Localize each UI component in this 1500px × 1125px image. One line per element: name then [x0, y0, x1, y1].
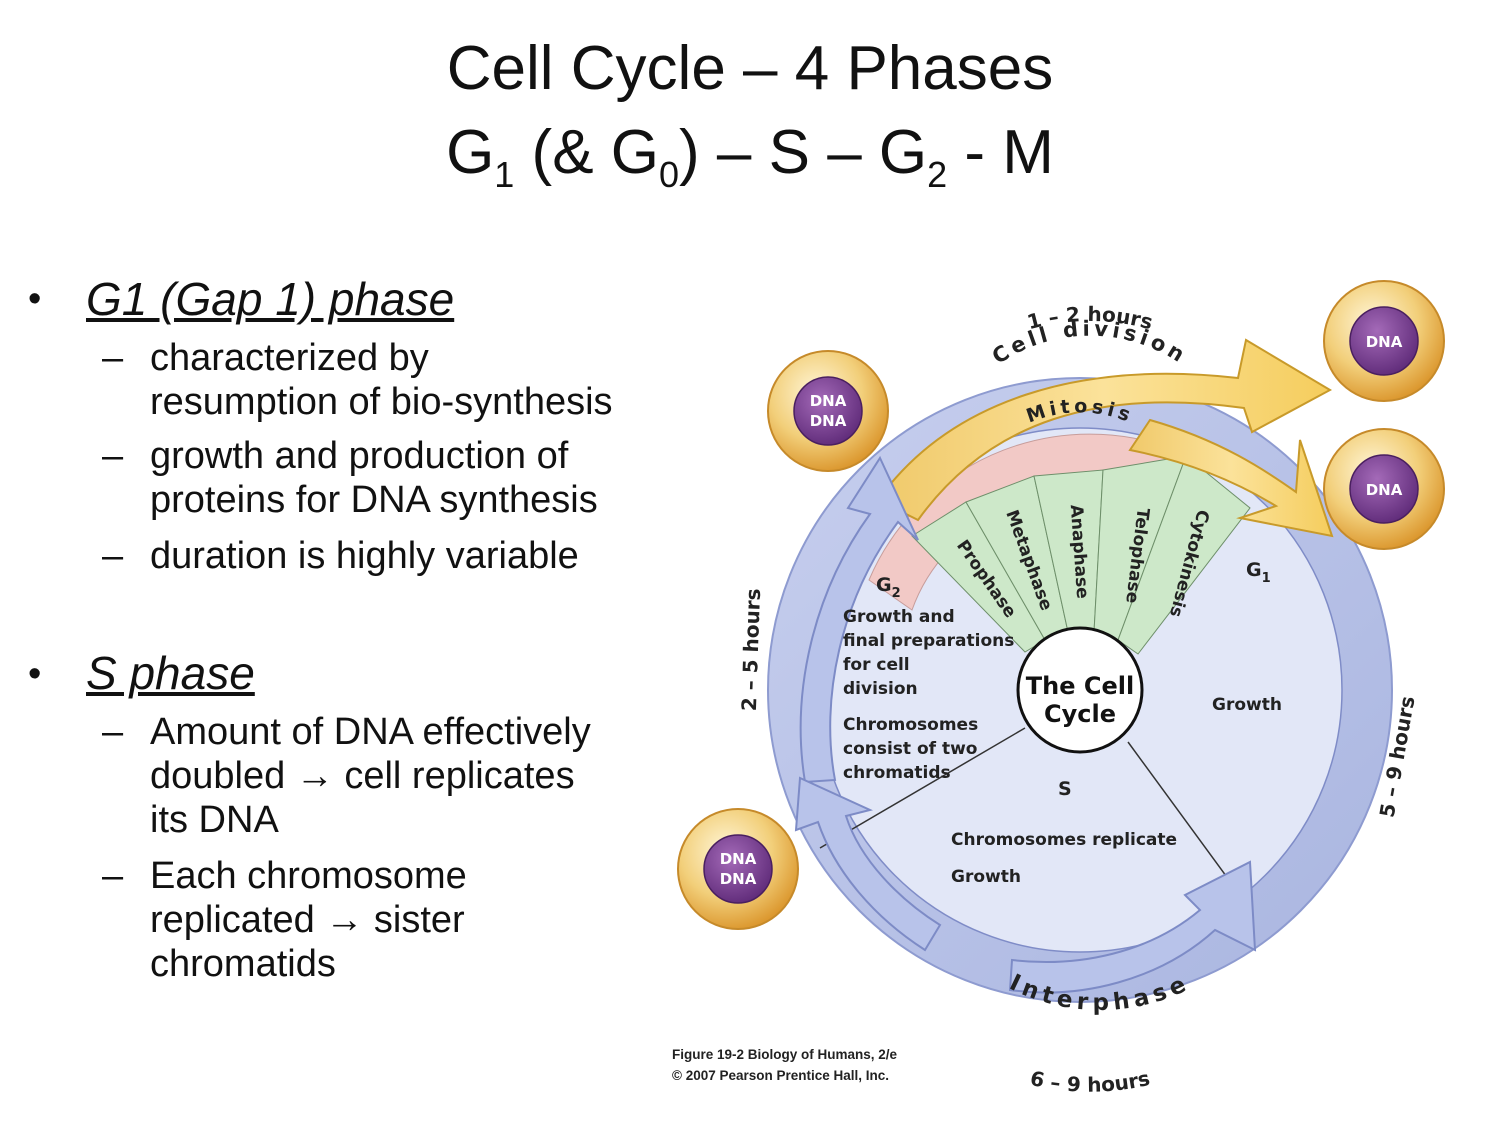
figure-caption: Figure 19-2 Biology of Humans, 2/e © 200… [672, 1044, 897, 1086]
g1-desc: Growth [1212, 695, 1282, 715]
divider-s-g1 [1127, 741, 1241, 896]
dash-marker: – [102, 435, 124, 477]
slide-subtitle: G1 (& G0) – S – G2 - M [0, 122, 1500, 193]
bullet-marker: • [28, 278, 42, 320]
sub-item-line: Each chromosome [150, 855, 467, 897]
subtitle-part: ) – S – G [679, 118, 928, 187]
s-desc-line: Growth [951, 867, 1021, 887]
sub-item-line: Amount of DNA effectively [150, 711, 591, 753]
duration-g2: 2 – 5 hours [737, 588, 765, 711]
bullet-heading-s: S phase [86, 647, 255, 699]
caption-line: Figure 19-2 Biology of Humans, 2/e [672, 1047, 898, 1062]
interphase-arrow-bottomleft [794, 776, 942, 952]
center-label-line: The Cell [1026, 672, 1134, 700]
g2-desc-line: for cell [843, 655, 910, 675]
divider-g2-s [819, 727, 1026, 849]
bullet-marker: • [28, 653, 42, 695]
subtitle-subscript: 1 [494, 154, 515, 195]
subtitle-part: G [446, 118, 495, 187]
dash-marker: – [102, 535, 124, 577]
subtitle-subscript: 2 [927, 154, 948, 195]
subtitle-subscript: 0 [659, 154, 680, 195]
dna-cell-label: DNA [720, 850, 757, 868]
sub-item-line: resumption of bio-synthesis [150, 381, 613, 423]
dna-cell-label: DNA [1366, 333, 1403, 351]
sub-item-line: doubled → cell replicates [150, 755, 575, 797]
dna-cell-daughter-1: DNA [1323, 280, 1445, 402]
g2-desc-line: consist of two [843, 739, 977, 759]
dash-marker: – [102, 855, 124, 897]
bullet-heading-g1: G1 (Gap 1) phase [86, 273, 455, 325]
interphase-arrow-right [1008, 860, 1257, 994]
dash-marker: – [102, 337, 124, 379]
dna-cell-label: DNA [810, 412, 847, 430]
phase-label-g2: G2 [876, 574, 901, 601]
dash-marker: – [102, 711, 124, 753]
g2-description: Growth and final preparations for cell d… [843, 607, 1014, 783]
dna-cell-daughter-2: DNA [1323, 428, 1445, 550]
g2-desc-line: final preparations [843, 631, 1014, 651]
cell-division-arrow-split [1128, 418, 1334, 538]
sub-item-line: chromatids [150, 943, 336, 985]
center-circle [1016, 626, 1144, 754]
sub-item-line: characterized by [150, 337, 429, 379]
center-label-line: Cycle [1044, 700, 1116, 728]
sub-item-line: growth and production of [150, 435, 569, 477]
sub-item-line: duration is highly variable [150, 535, 579, 577]
g2-desc-line: chromatids [843, 763, 951, 783]
dna-cell-label: DNA [810, 392, 847, 410]
caption-line: © 2007 Pearson Prentice Hall, Inc. [672, 1068, 890, 1083]
phase-label-g1: G1 [1246, 559, 1271, 586]
duration-s: 6 – 9 hours [1028, 1066, 1152, 1097]
g2-desc-line: division [843, 679, 918, 699]
subtitle-part: (& G [514, 118, 660, 187]
s-desc-line: Chromosomes replicate [951, 830, 1177, 850]
dna-cell-s: DNA DNA [677, 808, 799, 930]
g2-desc-line: Growth and [843, 607, 955, 627]
stage-wedge-cytokinesis [1117, 455, 1251, 655]
sub-item-line: proteins for DNA synthesis [150, 479, 598, 521]
slide-title: Cell Cycle – 4 Phases [446, 34, 1054, 103]
dna-cell-label: DNA [720, 870, 757, 888]
sub-item-line: replicated → sister [150, 899, 465, 941]
sub-item-line: its DNA [150, 799, 279, 841]
dna-cell-g2: DNA DNA [767, 350, 889, 472]
dna-cell-label: DNA [1366, 481, 1403, 499]
g2-desc-line: Chromosomes [843, 715, 978, 735]
subtitle-part: - M [947, 118, 1054, 187]
phase-label-s: S [1058, 778, 1072, 800]
cell-division-arrow [876, 338, 1333, 522]
